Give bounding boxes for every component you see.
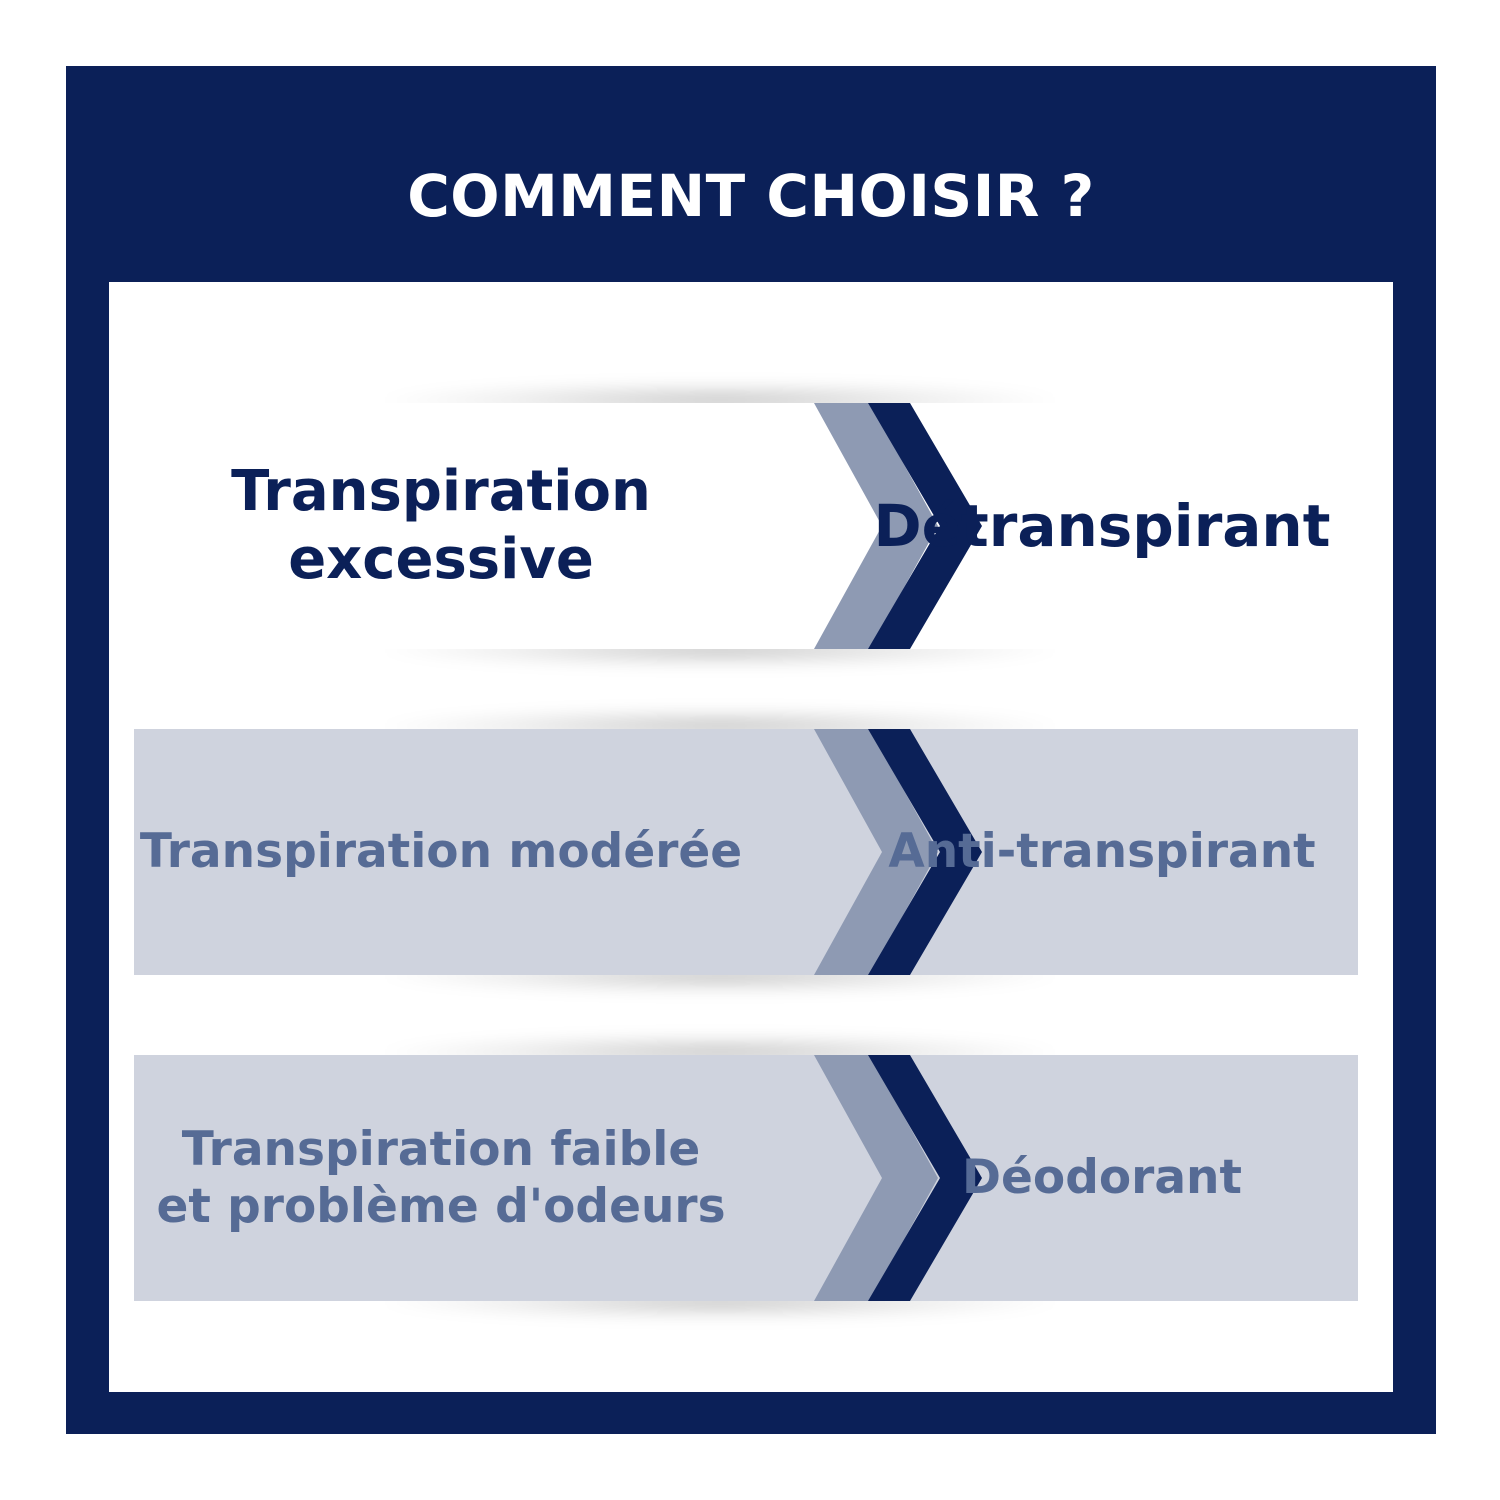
chevron-right-icon bbox=[814, 403, 982, 649]
condition-label: Transpiration modérée bbox=[134, 729, 748, 975]
condition-text: Transpiration excessive bbox=[231, 458, 651, 592]
condition-label: Transpiration faible et problème d'odeur… bbox=[134, 1055, 748, 1301]
product-text: Déodorant bbox=[962, 1150, 1242, 1206]
product-label: Anti-transpirant bbox=[852, 729, 1352, 975]
chevron-right-icon bbox=[814, 729, 982, 975]
choice-row-moderate: Transpiration modérée Anti-transpirant bbox=[134, 729, 1358, 975]
chevron-right-icon bbox=[814, 1055, 982, 1301]
condition-text: Transpiration modérée bbox=[139, 824, 743, 880]
product-label: Déodorant bbox=[852, 1055, 1352, 1301]
page-title: COMMENT CHOISIR ? bbox=[407, 162, 1095, 230]
choice-row-excessive: Transpiration excessive Détranspirant bbox=[134, 403, 1358, 649]
condition-label: Transpiration excessive bbox=[134, 403, 748, 649]
product-text: Détranspirant bbox=[873, 491, 1331, 560]
choice-row-low: Transpiration faible et problème d'odeur… bbox=[134, 1055, 1358, 1301]
product-text: Anti-transpirant bbox=[888, 824, 1316, 880]
product-label: Détranspirant bbox=[852, 403, 1352, 649]
condition-text: Transpiration faible et problème d'odeur… bbox=[156, 1121, 726, 1234]
